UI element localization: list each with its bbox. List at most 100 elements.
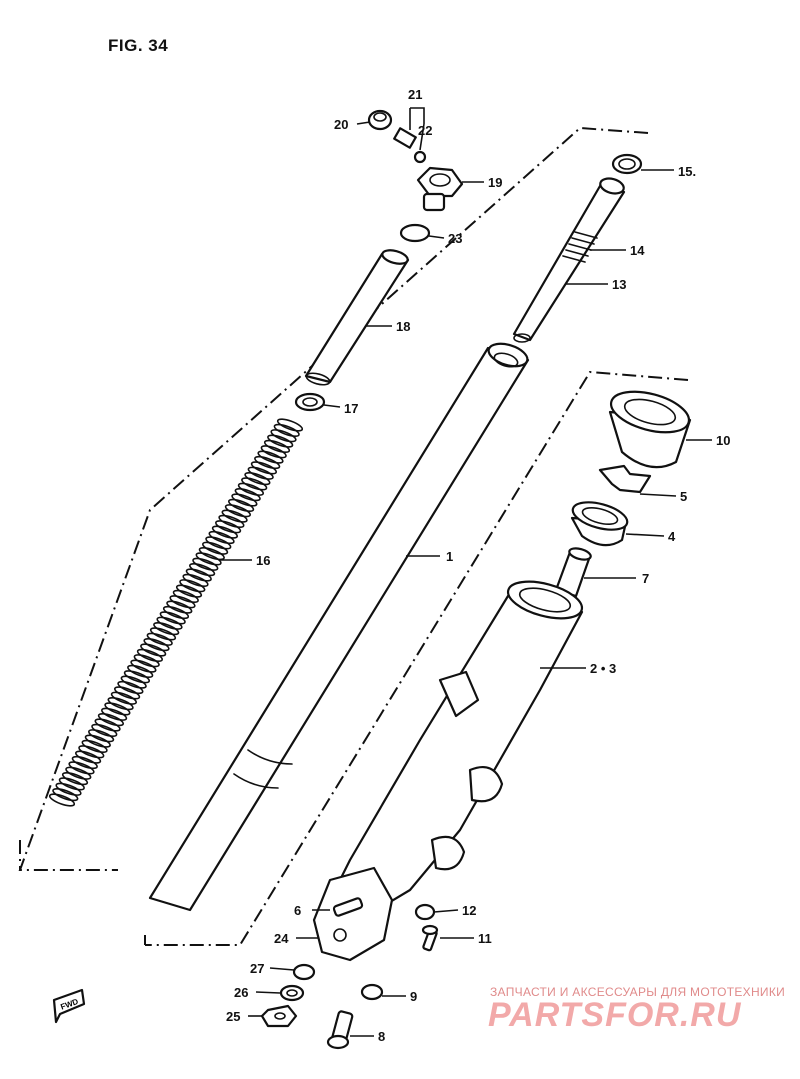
spring-coil bbox=[250, 461, 277, 475]
spring-coil bbox=[65, 766, 92, 780]
callout-10: 10 bbox=[716, 433, 730, 448]
callout-18: 18 bbox=[396, 319, 410, 334]
part-13-damper-rod bbox=[512, 177, 626, 343]
spring-coil bbox=[117, 680, 144, 695]
watermark-tagline: ЗАПЧАСТИ И АКСЕССУАРЫ ДЛЯ МОТОТЕХНИКИ bbox=[490, 985, 786, 999]
callout-15: 15. bbox=[678, 164, 696, 179]
callout-7: 7 bbox=[642, 571, 649, 586]
part-10-dust-cover bbox=[608, 390, 692, 469]
spring-coil bbox=[107, 696, 134, 711]
spring-coil bbox=[192, 557, 219, 571]
callout-9: 9 bbox=[410, 989, 417, 1004]
figure-title: FIG. 34 bbox=[108, 36, 169, 55]
callout-25: 25 bbox=[226, 1009, 240, 1024]
part-20-cap-nut bbox=[367, 109, 393, 131]
part-12-nut bbox=[414, 903, 436, 921]
part-2-3-outer-tube bbox=[312, 580, 584, 962]
spring-coil bbox=[130, 659, 157, 673]
part-15-ring bbox=[611, 153, 643, 175]
watermark-brand: PARTSFOR.RU bbox=[488, 996, 742, 1034]
spring-coil bbox=[48, 793, 76, 807]
spring-coil bbox=[189, 562, 216, 577]
fwd-arrow-icon: FWD bbox=[52, 988, 86, 1024]
spring-coil bbox=[146, 632, 173, 646]
spring-coil bbox=[267, 434, 294, 448]
leader-lines bbox=[220, 107, 712, 1037]
spring-coil bbox=[162, 605, 190, 620]
spring-coil bbox=[110, 691, 137, 705]
part-27-washer bbox=[292, 963, 316, 981]
spring-coil bbox=[198, 546, 225, 561]
spring-coil bbox=[276, 418, 304, 432]
callout-26: 26 bbox=[234, 985, 248, 1000]
callout-5: 5 bbox=[680, 489, 687, 504]
spring-coil bbox=[91, 723, 118, 738]
spring-coil bbox=[241, 477, 268, 491]
spring-coil bbox=[58, 777, 85, 791]
part-19-cap-bolt bbox=[416, 166, 464, 212]
spring-coil bbox=[52, 787, 79, 802]
callout-19: 19 bbox=[488, 175, 502, 190]
spring-coil bbox=[237, 482, 264, 496]
callout-8: 8 bbox=[378, 1029, 385, 1044]
spring-coil bbox=[75, 750, 102, 764]
spring-coil bbox=[81, 739, 108, 754]
part-18-spacer bbox=[304, 249, 410, 386]
spring-coil bbox=[78, 745, 105, 759]
spring-coil bbox=[247, 466, 274, 480]
callout-17: 17 bbox=[344, 401, 358, 416]
callout-11: 11 bbox=[478, 931, 492, 946]
part-17-washer bbox=[294, 392, 326, 412]
spring-coil bbox=[140, 643, 167, 657]
spring-coil bbox=[260, 445, 287, 459]
spring-coil bbox=[221, 509, 248, 523]
callout-22: 22 bbox=[418, 123, 432, 138]
spring-coil bbox=[218, 514, 245, 529]
group-bracket-left bbox=[18, 126, 649, 871]
spring-coil bbox=[172, 589, 199, 604]
callout-6: 6 bbox=[294, 903, 301, 918]
spring-coil bbox=[202, 541, 229, 555]
part-25-nut bbox=[260, 1004, 298, 1028]
callout-27: 27 bbox=[250, 961, 264, 976]
callout-24: 24 bbox=[274, 931, 289, 946]
group-bracket-right bbox=[144, 370, 689, 946]
spring-coil bbox=[175, 584, 203, 598]
spring-coil bbox=[185, 568, 212, 582]
spring-coil bbox=[68, 761, 95, 775]
callout-14: 14 bbox=[630, 243, 645, 258]
spring-coil bbox=[94, 718, 121, 732]
spring-coil bbox=[228, 498, 255, 513]
spring-coil bbox=[244, 471, 271, 486]
spring-coil bbox=[88, 729, 115, 743]
spring-coil bbox=[231, 493, 258, 507]
spring-coil bbox=[120, 675, 147, 689]
spring-coil bbox=[127, 664, 154, 679]
spring-coil bbox=[195, 552, 222, 566]
callout-23: 23 bbox=[448, 231, 462, 246]
spring-coil bbox=[166, 600, 193, 614]
spring-coil bbox=[101, 707, 128, 721]
spring-coil bbox=[182, 573, 209, 588]
spring-coil bbox=[234, 487, 261, 502]
callout-20: 20 bbox=[334, 117, 348, 132]
spring-coil bbox=[270, 429, 297, 443]
callout-13: 13 bbox=[612, 277, 626, 292]
spring-coil bbox=[136, 648, 163, 663]
callout-2-3: 2 • 3 bbox=[590, 661, 616, 676]
spring-coil bbox=[254, 455, 281, 470]
spring-coil bbox=[55, 782, 82, 796]
spring-coil bbox=[169, 595, 196, 609]
spring-coil bbox=[133, 654, 160, 668]
part-23-o-ring bbox=[399, 223, 431, 243]
spring-coil bbox=[104, 702, 131, 716]
spring-coil bbox=[257, 450, 284, 464]
part-5-clip bbox=[598, 464, 652, 494]
spring-coil bbox=[263, 439, 291, 454]
spring-coil bbox=[179, 579, 206, 593]
part-6-bolt bbox=[332, 897, 364, 917]
callout-21: 21 bbox=[408, 87, 422, 102]
part-11-screw bbox=[421, 924, 439, 952]
spring-coil bbox=[114, 686, 141, 700]
spring-coil bbox=[123, 670, 150, 684]
